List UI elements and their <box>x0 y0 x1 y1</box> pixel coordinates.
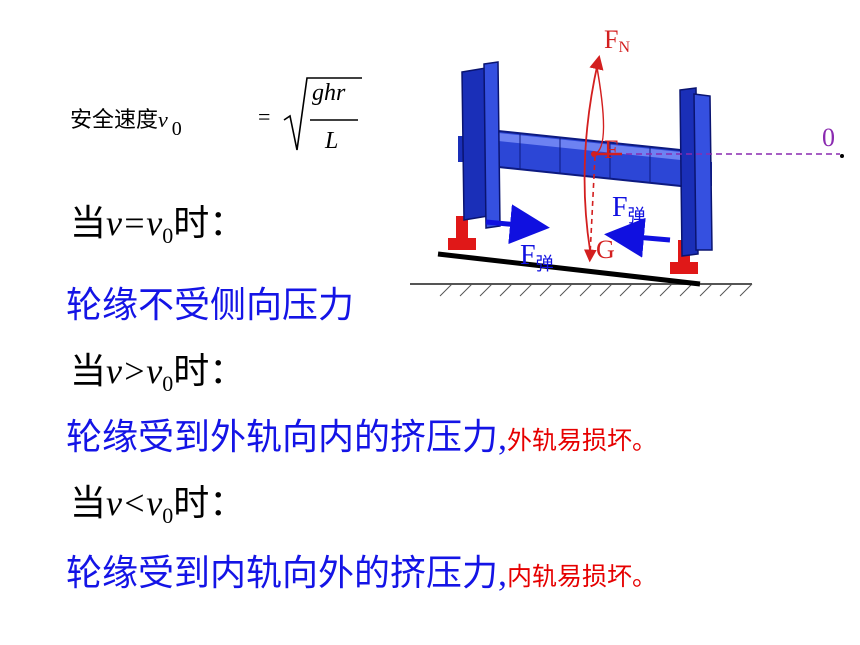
case-3-sub: 0 <box>162 503 174 528</box>
case-2-heading: 当v>v0时： <box>70 342 245 397</box>
formula-equals: = <box>258 104 271 129</box>
case-1-suffix: 时： <box>173 203 246 243</box>
center-point <box>840 154 844 158</box>
gravity-label: G <box>596 235 615 264</box>
normal-force-arrow <box>583 54 604 251</box>
case-2-prefix: 当 <box>70 351 107 391</box>
elastic-right-main: F <box>612 192 628 223</box>
ground <box>410 283 753 297</box>
elastic-right-sub: 弹 <box>628 206 646 226</box>
case-3-cond: v<v <box>106 483 163 523</box>
normal-force-arrow-right <box>593 61 605 155</box>
track-bed <box>437 251 701 287</box>
formula-variable: v <box>158 107 168 132</box>
formula-numerator: ghr <box>312 80 346 106</box>
wheel-right <box>679 87 713 257</box>
center-label: 0 <box>822 123 835 152</box>
case-3-result: 轮缘受到内轨向外的挤压力, <box>66 553 508 593</box>
elastic-left-sub: 弹 <box>536 254 554 274</box>
case-2-sub: 0 <box>162 371 174 396</box>
formula-text: 安全速度 <box>70 107 159 132</box>
normal-force-main: F <box>604 25 618 54</box>
wheel-left <box>461 61 501 229</box>
rail-left <box>448 216 476 250</box>
case-3-note: 内轨易损坏。 <box>507 564 658 591</box>
case-1-result: 轮缘不受侧向压力 <box>66 285 355 325</box>
net-force-label: F <box>604 135 618 164</box>
case-3-line: 轮缘受到内轨向外的挤压力,内轨易损坏。 <box>66 544 657 596</box>
elastic-force-right-label: F弹 <box>612 192 646 226</box>
sqrt-symbol <box>283 77 362 151</box>
normal-force-sub: N <box>618 39 630 56</box>
formula-subscript: 0 <box>171 118 182 140</box>
case-1-cond: v=v <box>106 203 163 243</box>
elastic-force-left-label: F弹 <box>520 240 554 274</box>
case-1-sub: 0 <box>162 223 174 248</box>
elastic-force-arrow-right <box>604 217 671 258</box>
case-2-result: 轮缘受到外轨向内的挤压力, <box>66 417 508 457</box>
case-2-cond: v>v <box>106 351 163 391</box>
elastic-force-arrow-left <box>485 204 550 245</box>
case-1-prefix: 当 <box>70 203 107 243</box>
case-2-line: 轮缘受到外轨向内的挤压力,外轨易损坏。 <box>66 408 657 460</box>
gravity-arrow <box>583 155 597 263</box>
case-3-suffix: 时： <box>173 483 246 523</box>
case-1-heading: 当v=v0时： <box>70 194 245 249</box>
elastic-left-main: F <box>520 240 536 271</box>
case-3-heading: 当v<v0时： <box>70 474 245 529</box>
formula-denominator: L <box>325 128 339 154</box>
normal-force-label: FN <box>604 25 630 56</box>
case-3-prefix: 当 <box>70 483 107 523</box>
case-2-suffix: 时： <box>173 351 246 391</box>
case-2-note: 外轨易损坏。 <box>507 428 658 455</box>
